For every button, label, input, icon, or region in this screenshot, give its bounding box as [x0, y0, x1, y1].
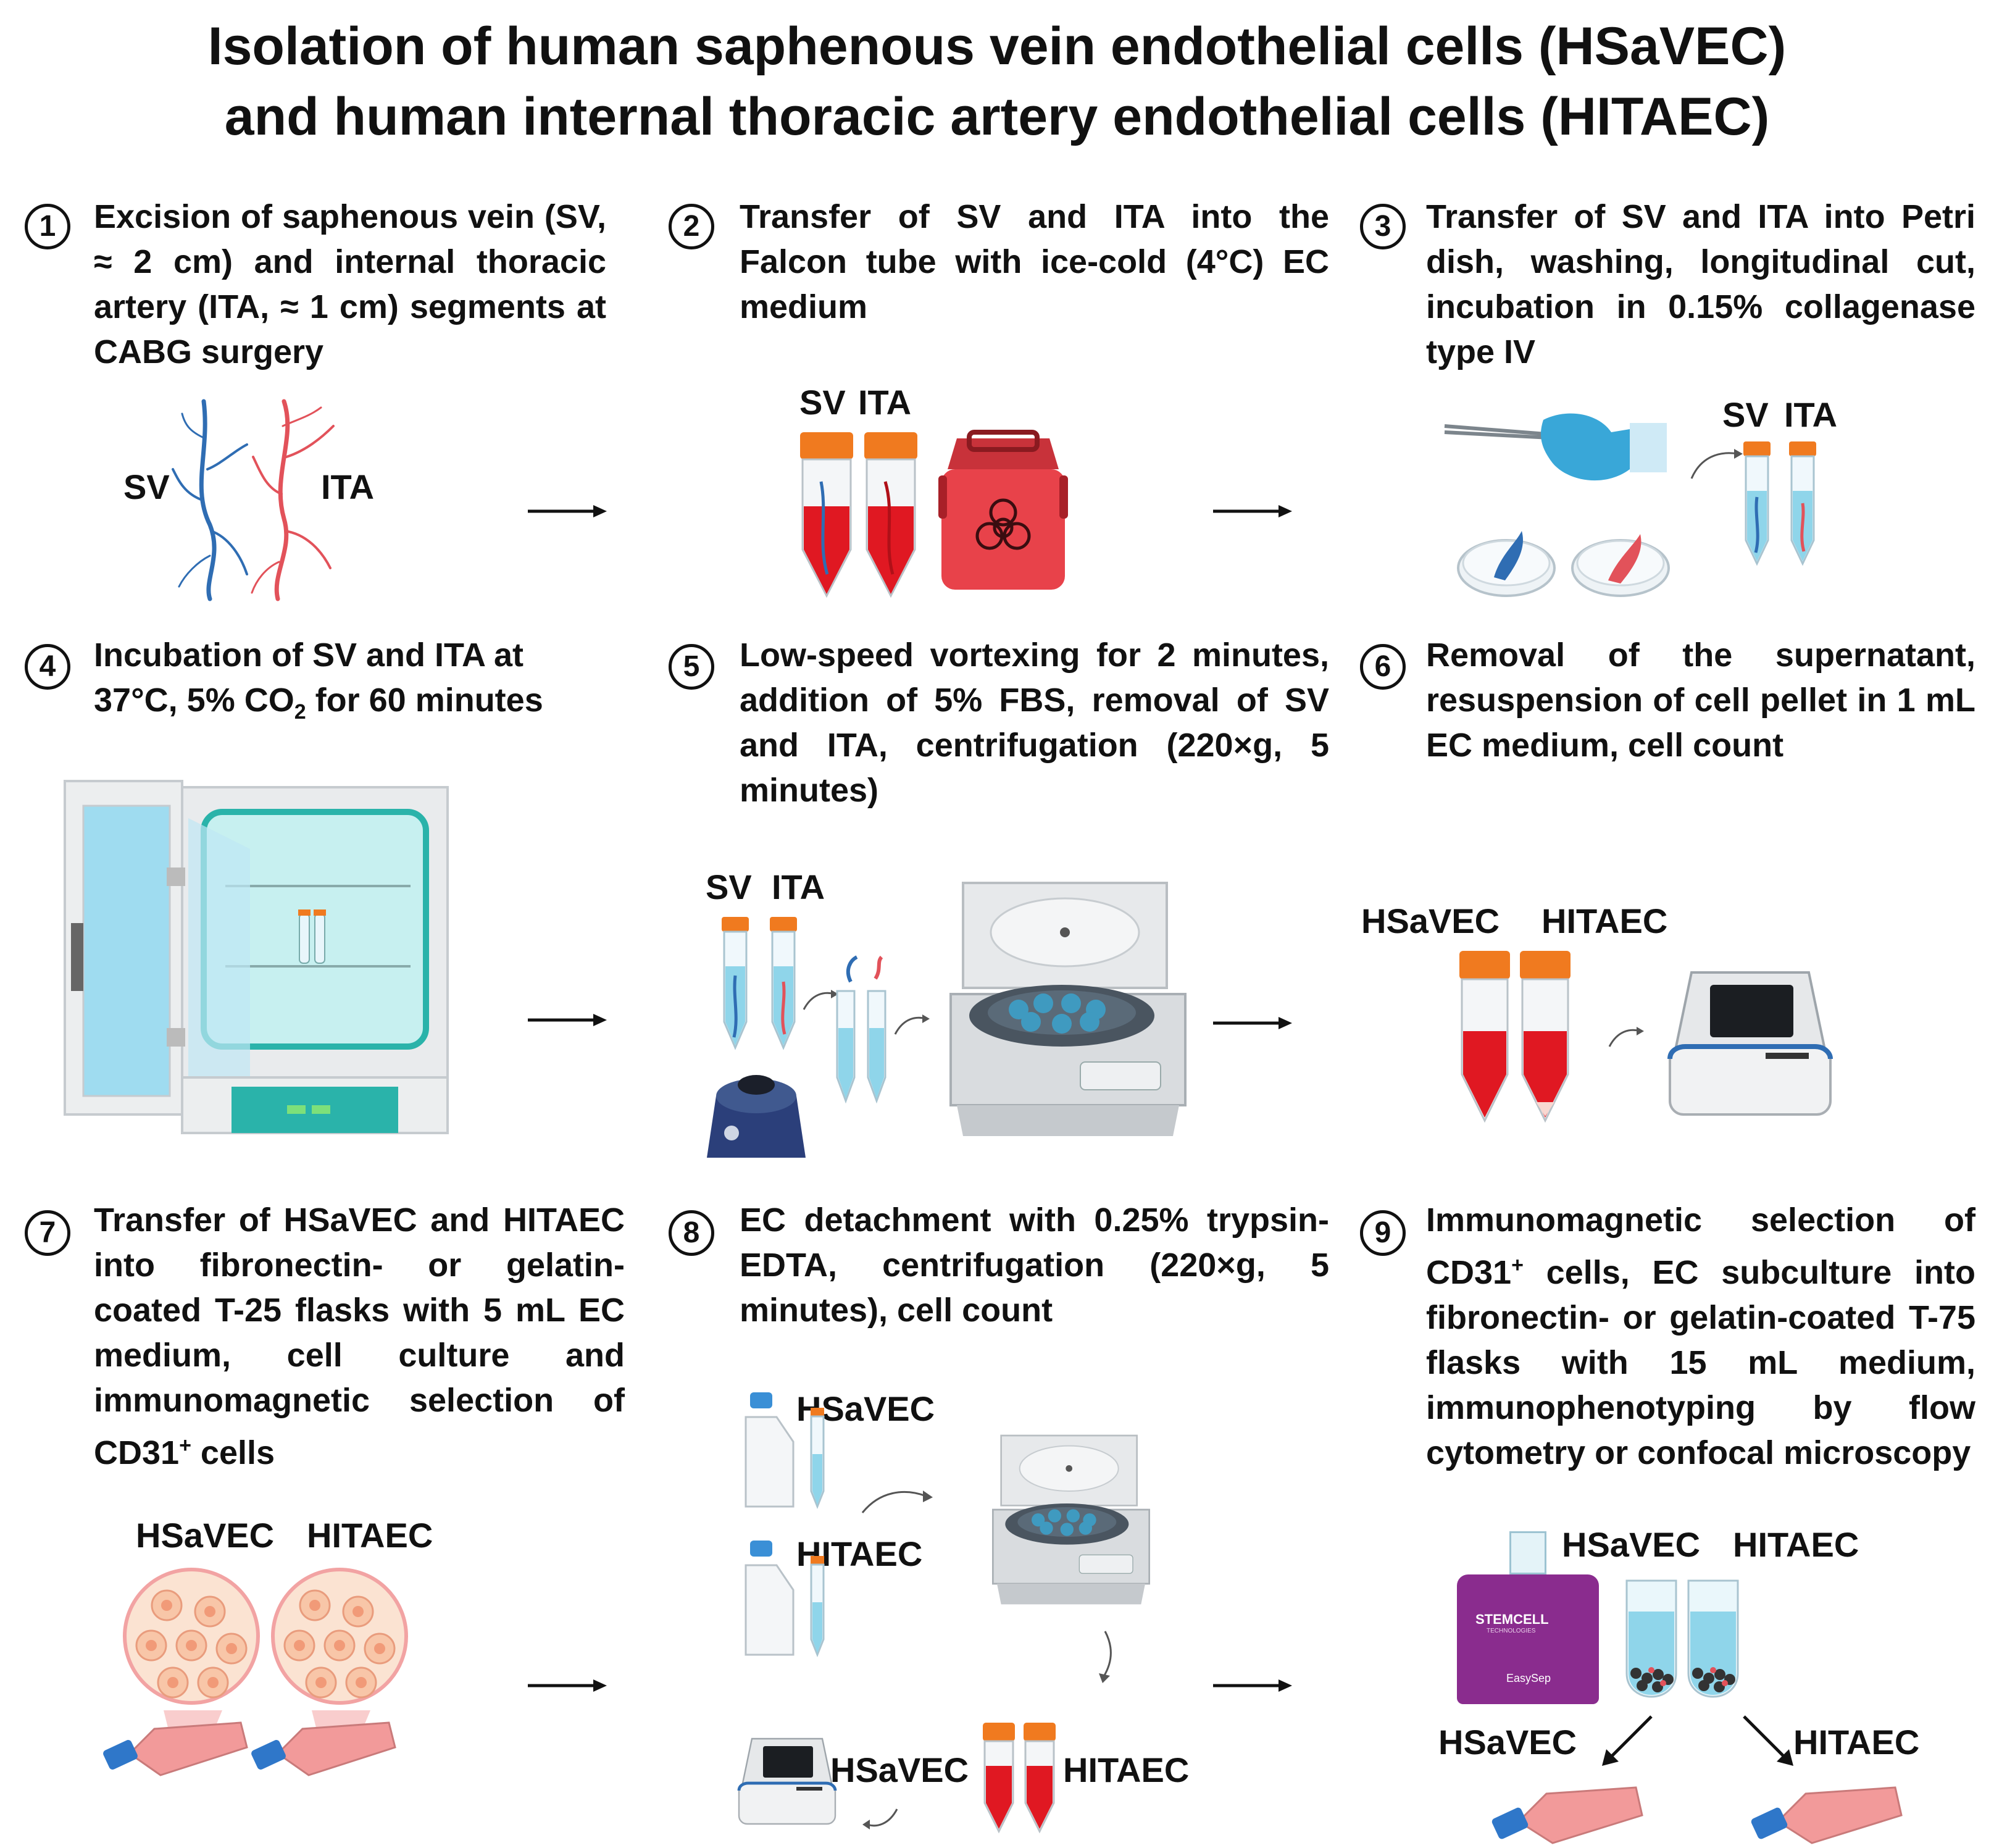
curved-arrow-icon — [1608, 1027, 1644, 1047]
curved-arrow-icon — [1690, 449, 1743, 479]
ita-label-2: ITA — [858, 383, 912, 422]
curved-arrow-icon — [894, 1014, 930, 1035]
small-tubes-icon — [836, 990, 886, 1104]
petri-dish-sv — [1457, 531, 1556, 597]
petri-dish-ita — [1571, 534, 1670, 597]
arrow-icon — [1213, 505, 1292, 517]
cell-counter-icon — [737, 1737, 837, 1825]
gloved-hand-forceps-icon — [1444, 413, 1667, 481]
ita-label-3: ITA — [1784, 395, 1838, 434]
device-label: EasySep — [1506, 1672, 1551, 1684]
biohazard-cooler-icon — [938, 430, 1068, 590]
step-6-number: 6 — [1360, 644, 1406, 690]
culture-flask-icon — [251, 1721, 396, 1776]
magnetic-tubes-icon — [1625, 1579, 1739, 1698]
hsavec-label-7: HSaVEC — [136, 1516, 275, 1555]
falcon-tubes-icon — [983, 1723, 1056, 1834]
hsavec-label-8-bottom: HSaVEC — [830, 1750, 969, 1789]
step-5-number: 5 — [669, 644, 714, 690]
small-tubes-icon — [1743, 441, 1816, 566]
hsavec-label-6: HSaVEC — [1361, 901, 1500, 940]
small-tube-sv — [1743, 441, 1771, 566]
step-1-number: 1 — [25, 204, 70, 249]
step-3-text: Transfer of SV and ITA into Petri dish, … — [1426, 198, 1975, 370]
sv-label-5: SV — [706, 868, 752, 906]
culture-flask-icon — [1491, 1786, 1643, 1844]
step-8-text: EC detachment with 0.25% trypsin-EDTA, c… — [740, 1202, 1329, 1329]
arrow-icon — [1213, 1017, 1292, 1029]
falcon-tube-ita — [864, 432, 917, 598]
brand-label: STEMCELL — [1475, 1612, 1549, 1627]
flask-and-tube-icon — [745, 1541, 825, 1658]
culture-flask-icon — [1751, 1786, 1903, 1844]
step-3-number: 3 — [1360, 204, 1406, 249]
thoracic-artery-icon — [251, 399, 335, 601]
flasks-with-cells-icon — [103, 1568, 408, 1776]
hsavec-label-9-bottom: HSaVEC — [1438, 1723, 1577, 1762]
incubator-icon — [64, 780, 449, 1134]
arrow-icon — [528, 505, 607, 517]
step-6-text: Removal of the supernatant, resuspension… — [1426, 637, 1975, 764]
step-9-text: Immunomagnetic selection of CD31+ cells,… — [1426, 1202, 1975, 1471]
hitaec-label-7: HITAEC — [307, 1516, 433, 1555]
ita-label-5: ITA — [772, 868, 825, 906]
hitaec-label-9-top: HITAEC — [1733, 1525, 1859, 1564]
falcon-tube-sv — [800, 432, 853, 598]
arrow-down-left-icon — [1602, 1715, 1653, 1766]
centrifuge-icon — [992, 1434, 1150, 1605]
vortex-mixer-icon — [707, 1075, 806, 1158]
sv-label-1: SV — [123, 467, 170, 506]
sv-label-3: SV — [1722, 395, 1769, 434]
step-8-number: 8 — [669, 1210, 714, 1256]
step-7-text: Transfer of HSaVEC and HITAEC into fibro… — [94, 1202, 625, 1471]
brand-sub-label: TECHNOLOGIES — [1487, 1628, 1536, 1634]
arrow-icon — [1213, 1679, 1292, 1692]
hitaec-label-8-bottom: HITAEC — [1063, 1750, 1190, 1789]
step-1-text: Excision of saphenous vein (SV, ≈ 2 cm) … — [94, 198, 606, 370]
title-line-1: Isolation of human saphenous vein endoth… — [207, 17, 1787, 76]
falcon-tubes-icon — [1459, 951, 1571, 1123]
ita-label-1: ITA — [321, 467, 375, 506]
saphenous-vein-icon — [172, 399, 248, 601]
arrow-icon — [528, 1014, 607, 1026]
centrifuge-icon — [949, 882, 1187, 1136]
tubes-with-vessels-icon — [722, 917, 797, 1050]
step-4-number: 4 — [25, 644, 70, 690]
step-2-text: Transfer of SV and ITA into the Falcon t… — [740, 198, 1329, 325]
falcon-tubes-icon — [800, 432, 917, 598]
step-4-text: Incubation of SV and ITA at 37°C, 5% CO2… — [94, 637, 543, 724]
title-line-2: and human internal thoracic artery endot… — [224, 87, 1770, 146]
small-tube-ita — [1789, 441, 1816, 566]
curved-arrow-icon — [861, 1491, 933, 1513]
hitaec-label-9-bottom: HITAEC — [1793, 1723, 1920, 1762]
arrow-down-right-icon — [1743, 1715, 1793, 1766]
magnifier-cells-icon — [271, 1568, 408, 1747]
sv-label-2: SV — [799, 383, 846, 422]
step-5-text: Low-speed vortexing for 2 minutes, addit… — [740, 637, 1329, 809]
arrow-icon — [528, 1679, 607, 1692]
cell-counter-icon — [1667, 971, 1833, 1116]
magnifier-cells-icon — [123, 1568, 260, 1747]
petri-dishes-icon — [1457, 531, 1670, 597]
hitaec-label-6: HITAEC — [1541, 901, 1668, 940]
easysep-magnet-icon: STEMCELL TECHNOLOGIES EasySep — [1457, 1531, 1599, 1704]
step-7-number: 7 — [25, 1210, 70, 1256]
curved-arrow-icon — [803, 990, 838, 1010]
culture-flask-icon — [103, 1721, 248, 1776]
hsavec-label-9-top: HSaVEC — [1562, 1525, 1701, 1564]
removed-vessels-icon — [846, 955, 883, 983]
flask-and-tube-icon — [745, 1392, 825, 1510]
step-2-number: 2 — [669, 204, 714, 249]
curved-arrow-icon — [1099, 1631, 1112, 1683]
figure-title: Isolation of human saphenous vein endoth… — [0, 11, 1994, 152]
curved-arrow-icon — [862, 1808, 898, 1829]
step-9-number: 9 — [1360, 1210, 1406, 1256]
